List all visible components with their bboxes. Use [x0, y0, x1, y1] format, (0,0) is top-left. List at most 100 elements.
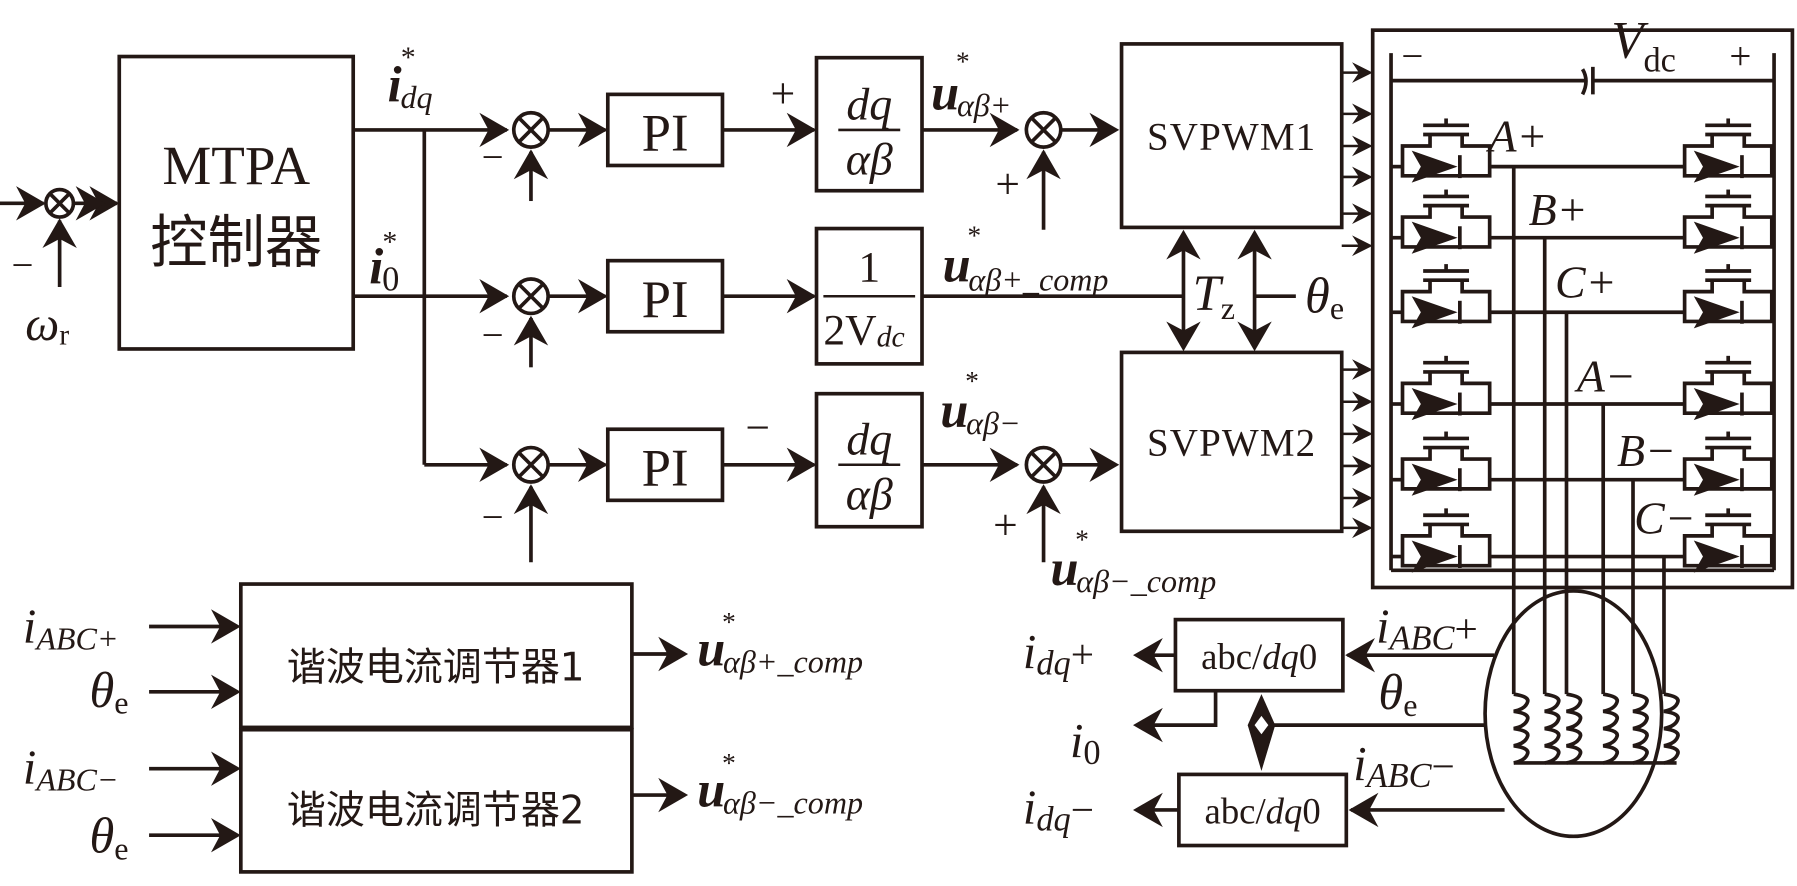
sum2-minus-sign: −	[482, 314, 504, 357]
abc-dq0-transform-top	[1173, 617, 1345, 693]
harm2-output-label: u*αβ−_comp	[697, 747, 863, 820]
harmonic-inputs	[149, 609, 241, 853]
theta-svpwm-label: θe	[1305, 267, 1344, 326]
speed-minus-sign: −	[11, 244, 33, 287]
harm2-input-iabc-minus: iABC−	[23, 742, 119, 798]
winding-2	[1544, 692, 1561, 765]
idq-plus-output	[1133, 637, 1176, 673]
sum-junction-comp-bottom	[1024, 445, 1120, 563]
winding-3	[1566, 692, 1583, 765]
i0-label: i0	[1070, 715, 1101, 772]
harm1-input-theta: θe	[89, 662, 128, 721]
pi-to-transform-arrows	[722, 112, 817, 482]
switch-left-1	[1400, 118, 1492, 183]
speed-to-mtpa-arrow	[73, 186, 120, 221]
bottom-minus-sign: −	[745, 404, 770, 452]
gain-denominator: 2Vdc	[823, 306, 904, 354]
iabc-plus-feedback	[1345, 637, 1495, 673]
pi-bottom-label: PI	[642, 439, 689, 497]
u-minus-ref-label: u*αβ−	[940, 365, 1020, 441]
harmonic-regulator-1-label: 谐波电流调节器1	[287, 645, 585, 690]
switch-right-6	[1682, 508, 1774, 573]
pi-top-label: PI	[642, 105, 689, 163]
u-plus-comp-label: u*αβ+_comp	[943, 220, 1109, 298]
sum-junction-comp-top	[1024, 110, 1120, 230]
phase-label-c-plus: C+	[1555, 256, 1617, 307]
mtpa-controller-block	[117, 54, 356, 351]
switch-right-4	[1682, 355, 1774, 421]
phase-label-b-plus: B+	[1529, 184, 1588, 235]
switch-right-5	[1682, 431, 1774, 496]
harmonic-outputs	[631, 636, 689, 813]
harm2-input-theta: θe	[89, 807, 128, 866]
svpwm2-block	[1119, 350, 1344, 534]
idq-minus-output	[1133, 792, 1179, 828]
switch-right-1	[1682, 118, 1774, 183]
vdc-minus-sign: −	[1401, 35, 1423, 78]
sum-junction-top	[511, 110, 550, 202]
tz-double-arrow	[1166, 229, 1201, 352]
tz-label: Tz	[1193, 265, 1235, 326]
sum-to-pi-arrows	[548, 112, 608, 482]
pi-controller-middle	[605, 258, 725, 334]
switch-left-5	[1400, 431, 1492, 496]
i0-output	[1133, 690, 1218, 743]
winding-4	[1602, 692, 1620, 765]
i0-ref-line	[353, 279, 510, 314]
sum1-minus-sign: −	[482, 136, 504, 179]
abc-dq0-transform-bottom	[1177, 772, 1349, 848]
phase-wires	[1511, 166, 1666, 695]
comp1-plus-sign: +	[995, 161, 1020, 209]
theta-double-arrow	[1237, 229, 1272, 352]
svpwm2-label: SVPWM2	[1147, 422, 1316, 465]
iabc-plus-label: iABC+	[1376, 601, 1478, 658]
iabc-minus-feedback	[1348, 792, 1505, 828]
switch-right-2	[1682, 189, 1774, 254]
svpwm1-block	[1119, 42, 1344, 230]
harmonic-regulator-2-label: 谐波电流调节器2	[287, 789, 585, 834]
harmonic-regulator-2-block	[238, 727, 634, 874]
switch-left-3	[1400, 264, 1492, 329]
vdc-label: Vdc	[1611, 12, 1676, 80]
pi-controller-bottom	[605, 427, 725, 503]
transform-top-denominator: αβ	[846, 134, 893, 185]
comp2-plus-sign: +	[993, 501, 1018, 549]
phase-label-b-minus: B−	[1617, 425, 1676, 476]
pi-controller-top	[605, 92, 725, 168]
dq-alphabeta-transform-bottom	[814, 391, 924, 529]
u-minus-comp-label: u*αβ−_comp	[1050, 524, 1216, 600]
switch-left-4	[1400, 355, 1492, 421]
speed-input-arrow	[0, 186, 46, 221]
inverter-switch-legs	[1391, 118, 1775, 573]
phase-label-a-minus: A−	[1574, 350, 1636, 401]
svpwm1-label: SVPWM1	[1147, 115, 1316, 158]
switch-left-6	[1400, 508, 1492, 573]
top-plus-sign: +	[771, 70, 796, 118]
idq-plus-label: idq+	[1023, 626, 1094, 683]
abc-dq0-top-label: abc/dq0	[1201, 636, 1317, 677]
vdc-plus-sign: +	[1729, 35, 1751, 78]
phase-label-c-minus: C−	[1634, 493, 1696, 544]
winding-5	[1632, 692, 1649, 765]
omega-label: ωr	[25, 298, 69, 352]
switch-right-3	[1682, 264, 1774, 329]
idq-ref-label: i*dq	[388, 41, 433, 115]
winding-1	[1513, 692, 1530, 765]
sum-junction-middle	[511, 277, 550, 368]
u-plus-line	[922, 112, 1020, 148]
iabc-minus-label: iABC−	[1353, 738, 1455, 795]
speed-feedback-arrow	[42, 218, 77, 288]
dq-alphabeta-transform-top	[814, 55, 924, 193]
svpwm1-gate-arrows	[1341, 62, 1373, 257]
phase-label-a-plus: A+	[1486, 111, 1548, 162]
mtpa-label: MTPA	[162, 135, 310, 196]
motor-windings	[1513, 692, 1680, 765]
switch-left-2	[1400, 189, 1492, 254]
harm1-output-label: u*αβ+_comp	[697, 606, 863, 679]
u-plus-ref-label: u*αβ+	[931, 45, 1011, 123]
abc-dq0-bottom-label: abc/dq0	[1205, 791, 1321, 832]
u-minus-line	[922, 447, 1020, 482]
transform-bottom-numerator: dq	[846, 413, 892, 464]
